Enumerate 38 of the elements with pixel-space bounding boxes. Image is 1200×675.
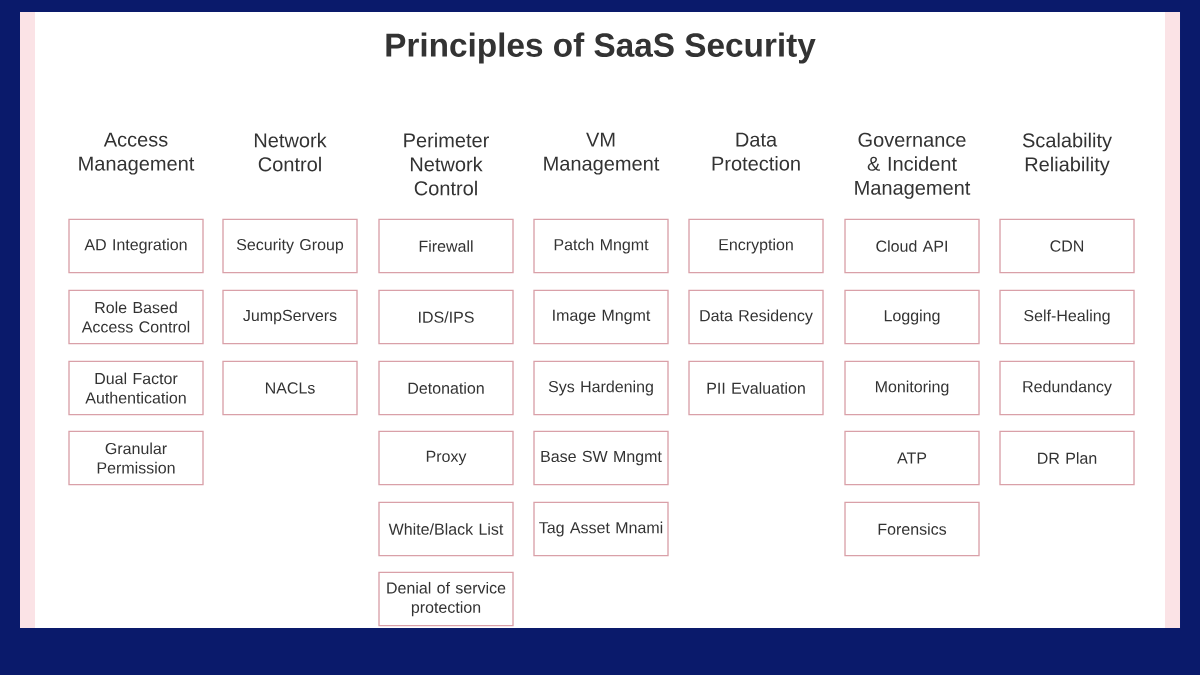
- item-box: Security Group: [222, 218, 358, 274]
- item-box: Cloud API: [844, 218, 980, 274]
- item-box: Encryption: [688, 218, 824, 274]
- column-heading: VM Management: [544, 132, 660, 175]
- column-heading: Access Management: [79, 132, 195, 175]
- item-box: Image Mngmt: [533, 289, 669, 345]
- item-box: Granular Permission: [68, 430, 204, 486]
- item-box: Patch Mngmt: [533, 218, 669, 274]
- column-heading: Governance & Incident Management: [855, 132, 971, 199]
- item-box: IDS/IPS: [378, 289, 514, 345]
- title: Principles of SaaS Security: [386, 32, 816, 64]
- item-box: JumpServers: [222, 289, 358, 345]
- item-box: Sys Hardening: [533, 360, 669, 416]
- column-heading: Scalability Reliability: [1022, 132, 1112, 176]
- item-box: Firewall: [378, 218, 514, 274]
- column-heading: Perimeter Network Control: [404, 132, 489, 196]
- item-box: Data Residency: [688, 289, 824, 345]
- item-box: Monitoring: [844, 360, 980, 416]
- item-box: Base SW Mngmt: [533, 430, 669, 486]
- item-box: Tag Asset Mnami: [533, 501, 669, 557]
- item-box: Forensics: [844, 501, 980, 557]
- item-box: ATP: [844, 430, 980, 486]
- item-box: Self-Healing: [999, 289, 1135, 345]
- column-heading: Data Protection: [712, 132, 800, 171]
- item-box: Redundancy: [999, 360, 1135, 416]
- item-box: PII Evaluation: [688, 360, 824, 416]
- item-box: DR Plan: [999, 430, 1135, 486]
- item-box: Dual Factor Authentication: [68, 360, 204, 416]
- item-box: Denial of service protection: [378, 571, 514, 627]
- column-heading: Network Control: [254, 132, 327, 172]
- item-box: NACLs: [222, 360, 358, 416]
- item-box: Role Based Access Control: [68, 289, 204, 345]
- item-box: CDN: [999, 218, 1135, 274]
- item-box: White/Black List: [378, 501, 514, 557]
- item-box: Logging: [844, 289, 980, 345]
- item-box: AD Integration: [68, 218, 204, 274]
- item-box: Proxy: [378, 430, 514, 486]
- item-box: Detonation: [378, 360, 514, 416]
